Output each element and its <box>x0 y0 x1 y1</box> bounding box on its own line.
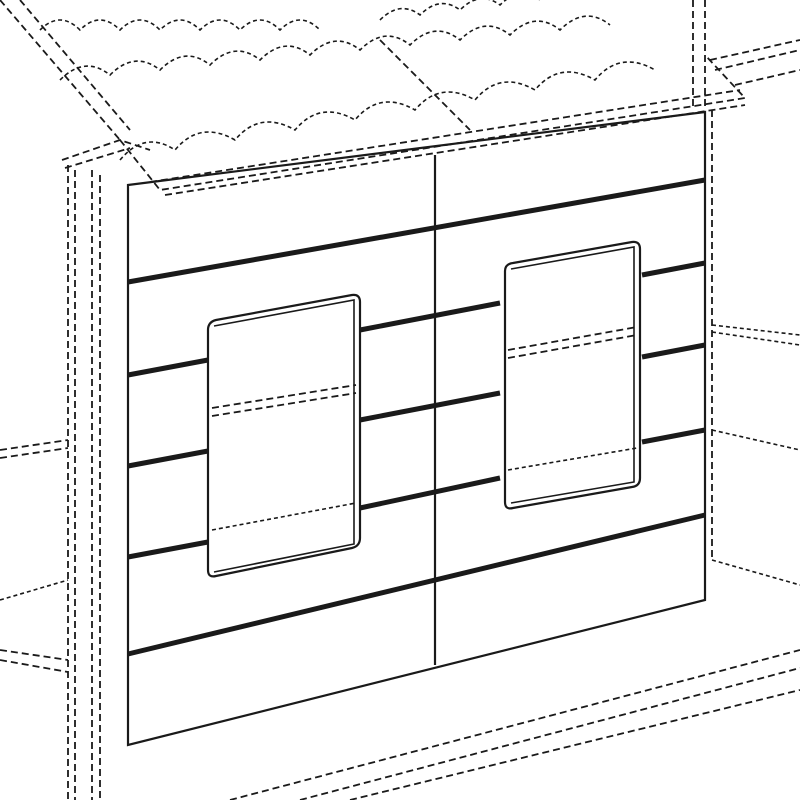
stripe-4 <box>127 427 706 560</box>
left-window <box>206 293 362 578</box>
panel-outline <box>126 110 707 747</box>
roof <box>0 0 747 196</box>
stripe-1 <box>127 177 706 285</box>
stripe-5 <box>127 512 706 657</box>
right-post <box>692 0 800 560</box>
right-window <box>503 240 642 510</box>
stripe-3 <box>127 342 706 469</box>
curtain-panel <box>126 110 707 747</box>
frame-rails <box>0 324 800 800</box>
stripe-2 <box>127 260 706 378</box>
